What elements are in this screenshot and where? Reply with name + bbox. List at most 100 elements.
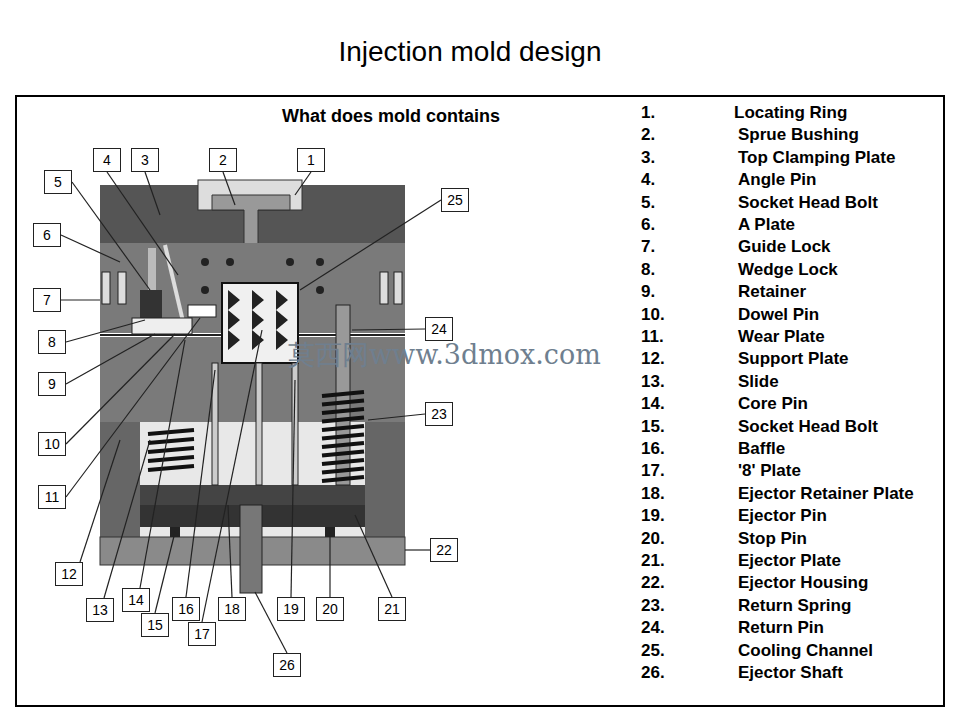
callout-number: 20 bbox=[322, 601, 338, 617]
slide bbox=[132, 318, 192, 334]
callout-number: 11 bbox=[45, 489, 60, 505]
list-number: 23. bbox=[641, 596, 665, 616]
spring-coil bbox=[322, 435, 364, 439]
list-number: 13. bbox=[641, 372, 665, 392]
callout-box: 13 bbox=[86, 598, 114, 622]
callout-box: 3 bbox=[131, 148, 159, 172]
callout-box: 9 bbox=[38, 372, 66, 396]
ejector-space bbox=[140, 422, 365, 485]
part-name: Wedge Lock bbox=[738, 260, 838, 280]
list-number: 11. bbox=[641, 327, 664, 347]
callout-number: 6 bbox=[43, 227, 51, 243]
list-number: 22. bbox=[641, 573, 665, 593]
list-number: 17. bbox=[641, 461, 665, 481]
list-number: 6. bbox=[641, 215, 655, 235]
part-name: Top Clamping Plate bbox=[738, 148, 895, 168]
callout-number: 3 bbox=[141, 152, 149, 168]
list-number: 26. bbox=[641, 663, 665, 683]
callout-box: 5 bbox=[44, 170, 72, 194]
rail bbox=[365, 422, 405, 537]
callout-number: 4 bbox=[103, 152, 111, 168]
callout-box: 6 bbox=[33, 223, 61, 247]
part-name: Ejector Plate bbox=[738, 551, 841, 571]
spring-coil bbox=[322, 392, 364, 396]
list-number: 10. bbox=[641, 305, 665, 325]
list-number: 12. bbox=[641, 349, 665, 369]
part-name: Ejector Shaft bbox=[738, 663, 843, 683]
ejector-retainer-plate bbox=[140, 485, 365, 505]
part-name: Retainer bbox=[738, 282, 806, 302]
callout-number: 17 bbox=[194, 626, 210, 642]
part-name: Stop Pin bbox=[738, 529, 807, 549]
spring-coil bbox=[322, 477, 364, 481]
callout-box: 11 bbox=[38, 485, 66, 509]
leader-lines bbox=[61, 172, 441, 653]
callout-box: 1 bbox=[297, 148, 325, 172]
callout-box: 25 bbox=[441, 188, 469, 212]
part-name: Return Spring bbox=[738, 596, 851, 616]
part-name: Core Pin bbox=[738, 394, 808, 414]
list-number: 14. bbox=[641, 394, 665, 414]
callout-box: 18 bbox=[218, 597, 246, 621]
callout-number: 9 bbox=[48, 376, 56, 392]
part-name: Wear Plate bbox=[738, 327, 825, 347]
socket-head-bolt bbox=[148, 248, 156, 290]
callout-number: 16 bbox=[178, 601, 194, 617]
list-number: 3. bbox=[641, 148, 655, 168]
callout-box: 4 bbox=[93, 148, 121, 172]
callout-number: 14 bbox=[128, 592, 144, 608]
part-name: Socket Head Bolt bbox=[738, 417, 878, 437]
callout-box: 21 bbox=[378, 597, 406, 621]
subheading: What does mold contains bbox=[282, 106, 500, 127]
angle-pin bbox=[165, 245, 185, 330]
spring-coil bbox=[148, 448, 194, 452]
callout-number: 7 bbox=[43, 292, 51, 308]
spring-coil bbox=[322, 418, 364, 422]
wedge-lock bbox=[140, 290, 162, 320]
callout-box: 20 bbox=[316, 597, 344, 621]
list-number: 2. bbox=[641, 125, 655, 145]
title: Injection mold design bbox=[338, 36, 601, 68]
list-number: 19. bbox=[641, 506, 665, 526]
callout-number: 19 bbox=[283, 601, 299, 617]
core-pins bbox=[228, 290, 288, 350]
spring-coil bbox=[322, 426, 364, 430]
callout-number: 1 bbox=[307, 152, 315, 168]
watermark: 莫西网www.3dmox.com bbox=[288, 337, 601, 373]
list-number: 21. bbox=[641, 551, 665, 571]
part-name: A Plate bbox=[738, 215, 795, 235]
callout-number: 12 bbox=[61, 566, 77, 582]
list-number: 16. bbox=[641, 439, 665, 459]
part-name: Return Pin bbox=[738, 618, 824, 638]
callout-number: 23 bbox=[431, 406, 447, 422]
callout-box: 19 bbox=[277, 597, 305, 621]
part-name: Slide bbox=[738, 372, 779, 392]
guide-pins bbox=[102, 272, 402, 304]
part-name: Socket Head Bolt bbox=[738, 193, 878, 213]
callout-box: 26 bbox=[273, 653, 301, 677]
list-number: 7. bbox=[641, 237, 655, 257]
callout-box: 22 bbox=[430, 538, 458, 562]
callout-number: 26 bbox=[279, 657, 295, 673]
callout-number: 2 bbox=[219, 152, 227, 168]
frame bbox=[16, 96, 944, 706]
part-name: Guide Lock bbox=[738, 237, 831, 257]
callout-number: 13 bbox=[92, 602, 108, 618]
callout-number: 8 bbox=[48, 334, 56, 350]
callout-box: 16 bbox=[172, 597, 200, 621]
callout-number: 21 bbox=[384, 601, 400, 617]
part-name: Ejector Pin bbox=[738, 506, 827, 526]
list-number: 15. bbox=[641, 417, 665, 437]
spring-coil bbox=[148, 466, 194, 470]
part-name: Angle Pin bbox=[738, 170, 816, 190]
callout-number: 5 bbox=[54, 174, 62, 190]
spring-coil bbox=[322, 401, 364, 405]
list-number: 24. bbox=[641, 618, 665, 638]
list-number: 1. bbox=[641, 103, 655, 123]
part-name: Ejector Retainer Plate bbox=[738, 484, 914, 504]
retainer bbox=[188, 305, 216, 317]
callout-box: 17 bbox=[188, 622, 216, 646]
list-number: 8. bbox=[641, 260, 655, 280]
list-number: 9. bbox=[641, 282, 655, 302]
ejector-shaft bbox=[240, 505, 262, 593]
